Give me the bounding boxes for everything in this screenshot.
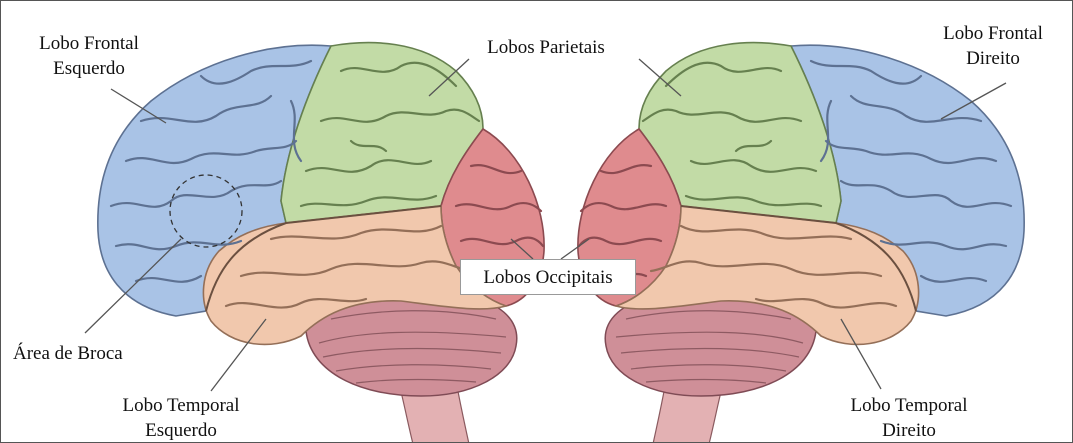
label-temporal-right-line2: Direito bbox=[825, 418, 993, 443]
label-temporal-right: Lobo Temporal Direito bbox=[825, 393, 993, 443]
label-frontal-left-line2: Esquerdo bbox=[15, 56, 163, 81]
label-frontal-left-line1: Lobo Frontal bbox=[15, 31, 163, 56]
label-parietal-text: Lobos Parietais bbox=[466, 35, 626, 60]
label-occipital-text: Lobos Occipitais bbox=[460, 265, 636, 290]
label-frontal-right: Lobo Frontal Direito bbox=[919, 21, 1067, 71]
label-broca: Área de Broca bbox=[13, 341, 173, 366]
label-temporal-left: Lobo Temporal Esquerdo bbox=[97, 393, 265, 443]
label-frontal-right-line1: Lobo Frontal bbox=[919, 21, 1067, 46]
label-temporal-left-line2: Esquerdo bbox=[97, 418, 265, 443]
label-occipital: Lobos Occipitais bbox=[460, 265, 636, 290]
label-temporal-left-line1: Lobo Temporal bbox=[97, 393, 265, 418]
label-frontal-left: Lobo Frontal Esquerdo bbox=[15, 31, 163, 81]
left-hemisphere bbox=[98, 43, 544, 443]
label-broca-text: Área de Broca bbox=[13, 341, 173, 366]
label-parietal: Lobos Parietais bbox=[466, 35, 626, 60]
label-temporal-right-line1: Lobo Temporal bbox=[825, 393, 993, 418]
label-frontal-right-line2: Direito bbox=[919, 46, 1067, 71]
right-hemisphere bbox=[578, 43, 1024, 443]
